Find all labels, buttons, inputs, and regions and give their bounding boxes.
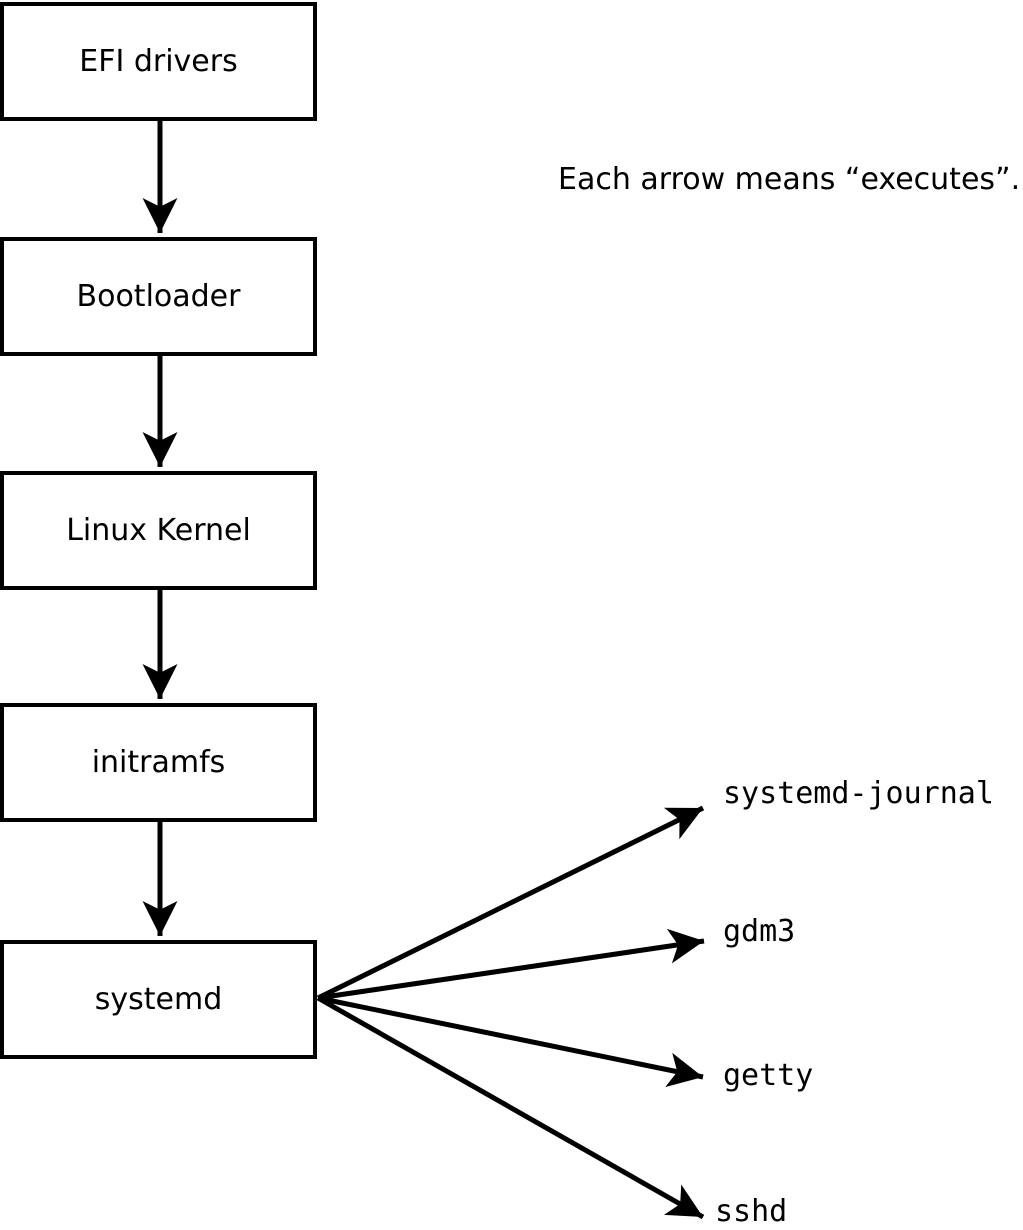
node-initramfs-label: initramfs <box>91 744 226 780</box>
executes-arrow-systemd-to-journal <box>316 805 705 1001</box>
executes-arrow-systemd-to-sshd <box>316 995 705 1220</box>
executes-arrow-systemd-to-getty <box>317 995 704 1088</box>
process-label-systemd-journal: systemd-journal <box>723 776 994 811</box>
node-systemd: systemd <box>0 940 317 1059</box>
process-label-getty: getty <box>723 1058 814 1093</box>
node-systemd-label: systemd <box>94 981 223 1017</box>
node-bootloader: Bootloader <box>0 237 317 356</box>
node-efi-drivers-label: EFI drivers <box>79 43 238 79</box>
node-linux-kernel-label: Linux Kernel <box>66 512 251 548</box>
executes-arrow-systemd-to-gdm3 <box>317 928 705 1001</box>
node-initramfs: initramfs <box>0 703 317 822</box>
process-label-sshd: sshd <box>715 1194 788 1229</box>
node-bootloader-label: Bootloader <box>76 278 241 314</box>
node-efi-drivers: EFI drivers <box>0 2 317 121</box>
node-linux-kernel: Linux Kernel <box>0 471 317 590</box>
process-label-gdm3: gdm3 <box>723 914 796 949</box>
arrow-meaning-annotation: Each arrow means “executes”. <box>558 162 1021 197</box>
